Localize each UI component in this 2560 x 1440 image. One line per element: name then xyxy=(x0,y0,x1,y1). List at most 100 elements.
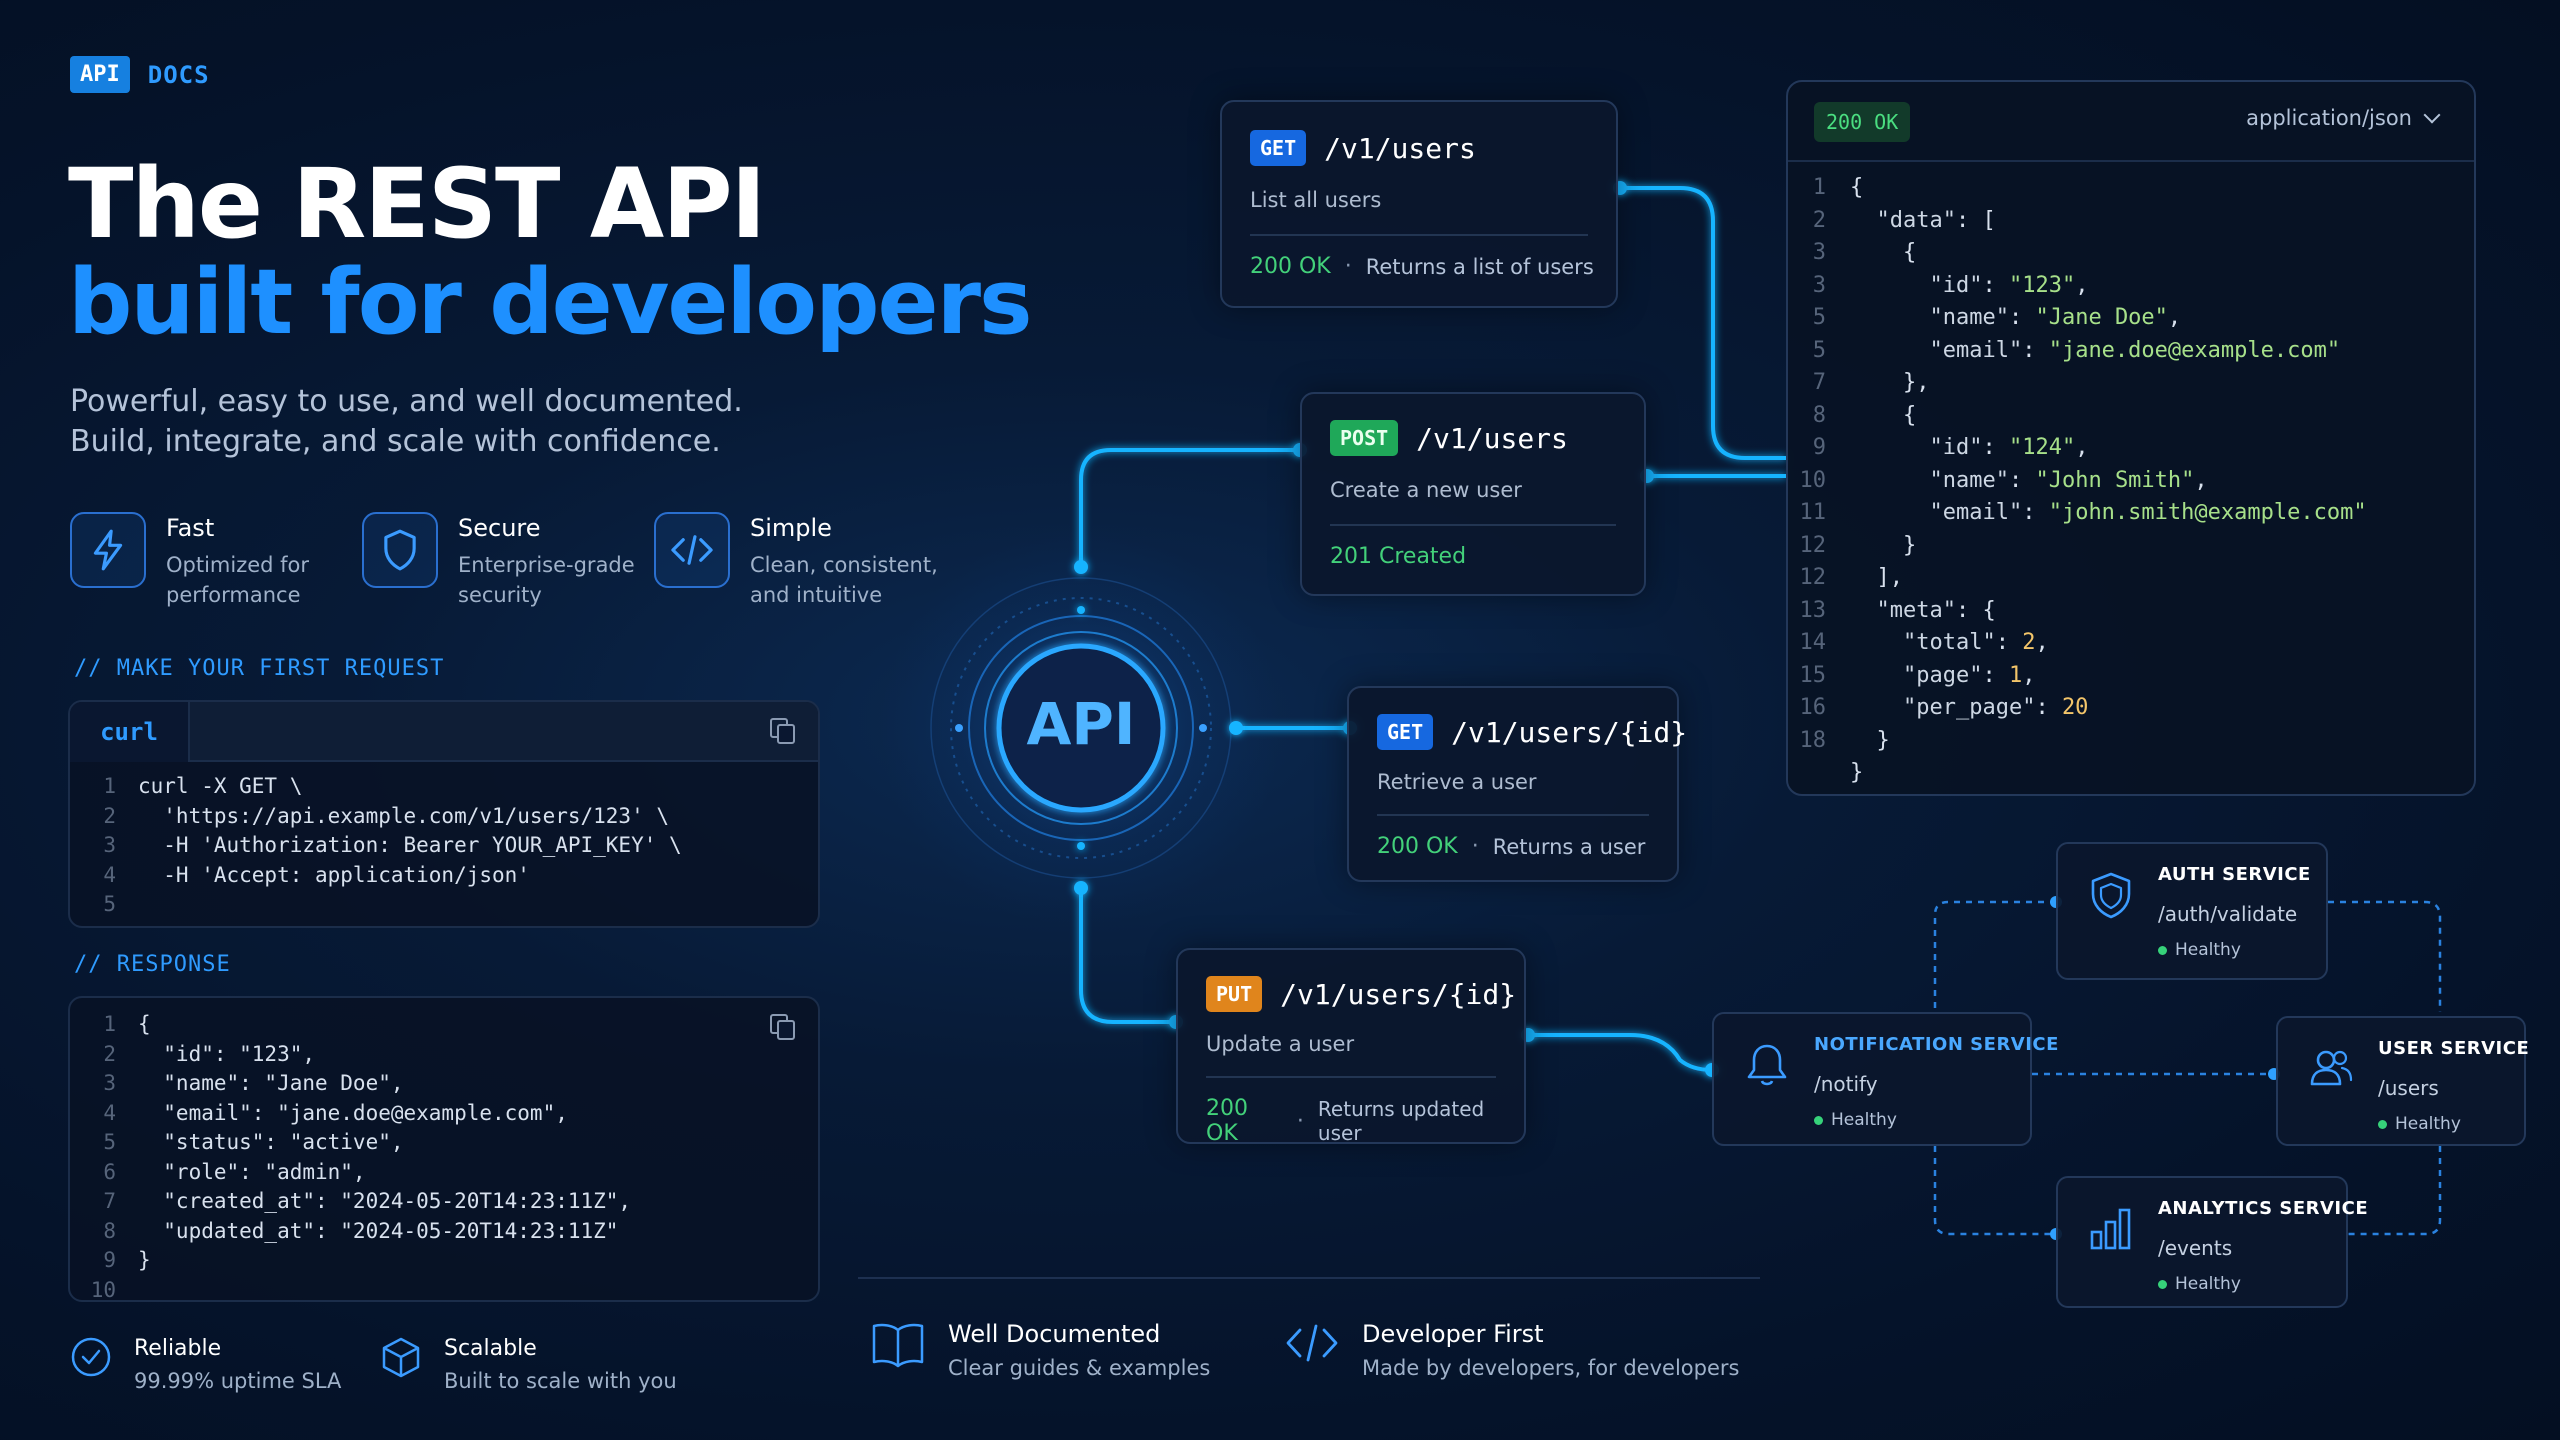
service-path: /auth/validate xyxy=(2158,902,2298,926)
content-type-select[interactable]: application/json xyxy=(2246,106,2441,130)
json-line: 2 "data": [ xyxy=(1788,205,2474,238)
code-text: } xyxy=(138,1248,151,1272)
separator: · xyxy=(1296,1108,1304,1134)
code-tabbar: curl xyxy=(70,702,818,762)
service-auth[interactable]: AUTH SERVICE /auth/validate Healthy xyxy=(2056,842,2328,980)
endpoint-path: /v1/users/{id} xyxy=(1451,715,1688,749)
json-token: , xyxy=(2194,467,2208,493)
json-token: , xyxy=(2167,305,2182,330)
lightning-icon xyxy=(70,512,146,588)
endpoint-card-get-users[interactable]: GET /v1/users List all users 200 OK · Re… xyxy=(1220,100,1618,308)
response-section-label: // RESPONSE xyxy=(74,952,231,977)
request-section-label: // MAKE YOUR FIRST REQUEST xyxy=(74,656,445,681)
line-number: 10 xyxy=(90,1277,116,1302)
line-number: 8 xyxy=(1812,402,1826,428)
code-text: "status": "active", xyxy=(138,1130,404,1154)
status-code: 201 Created xyxy=(1330,544,1467,569)
json-token xyxy=(1850,335,1929,368)
method-badge: GET xyxy=(1377,714,1434,750)
separator: · xyxy=(1344,254,1352,279)
endpoint-card-post-users[interactable]: POST /v1/users Create a new user 201 Cre… xyxy=(1300,392,1646,596)
status-badge: 200 OK xyxy=(1814,102,1911,142)
health-label: Healthy xyxy=(2395,1114,2461,1134)
code-line: 10 xyxy=(70,1276,818,1302)
bottom-feature-title: Developer First xyxy=(1362,1320,1544,1348)
code-text: curl -X GET \ xyxy=(138,774,303,798)
json-line: 1{ xyxy=(1788,172,2474,205)
json-line: 10 "name": "John Smith", xyxy=(1788,465,2474,498)
json-token: "id" xyxy=(1929,272,1983,298)
json-line: 3 "id": "123", xyxy=(1788,270,2474,303)
service-analytics[interactable]: ANALYTICS SERVICE /events Healthy xyxy=(2056,1176,2368,1308)
line-number: 7 xyxy=(1812,370,1826,395)
json-token: "id" xyxy=(1929,435,1983,460)
service-health: Healthy xyxy=(2158,1274,2241,1294)
line-number: 8 xyxy=(103,1218,116,1243)
code-text: "id": "123", xyxy=(138,1041,316,1066)
json-token: : xyxy=(1982,272,2009,298)
bottom-feature-title: Scalable xyxy=(444,1336,537,1361)
bottom-feature-scalable: Scalable Built to scale with you xyxy=(380,1336,677,1393)
json-line: } xyxy=(1788,757,2474,790)
service-path: /notify xyxy=(1814,1072,1878,1096)
code-text: "email": "jane.doe@example.com", xyxy=(138,1100,568,1125)
json-line: 3 { xyxy=(1788,237,2474,270)
json-token xyxy=(1850,465,1929,498)
endpoint-desc: Retrieve a user xyxy=(1377,770,1537,794)
json-token: "email" xyxy=(1929,337,2023,363)
api-hub-label: API xyxy=(1026,690,1136,758)
code-text: "created_at": "2024-05-20T14:23:11Z", xyxy=(138,1189,632,1213)
copy-icon[interactable] xyxy=(770,1014,796,1040)
service-health: Healthy xyxy=(1814,1110,1897,1130)
json-line: 16 "per_page": 20 xyxy=(1788,692,2474,725)
endpoint-footer: 200 OK · Returns updated user xyxy=(1206,1096,1524,1146)
endpoint-path: /v1/users xyxy=(1416,421,1568,455)
line-number: 2 xyxy=(103,1041,116,1066)
cube-icon xyxy=(382,1337,420,1378)
service-user[interactable]: USER SERVICE /users Healthy xyxy=(2276,1016,2530,1146)
json-line: 5 "email": "jane.doe@example.com" xyxy=(1788,335,2474,368)
endpoint-card-put-user[interactable]: PUT /v1/users/{id} Update a user 200 OK … xyxy=(1176,948,1526,1146)
json-token: "John Smith" xyxy=(2035,467,2195,493)
line-number: 5 xyxy=(103,1130,116,1154)
service-title: USER SERVICE xyxy=(2378,1038,2530,1059)
brand[interactable]: API DOCS xyxy=(70,56,210,93)
line-number: 2 xyxy=(103,803,116,828)
copy-icon[interactable] xyxy=(770,718,796,744)
json-line: 15 "page": 1, xyxy=(1788,660,2474,693)
endpoint-desc: Create a new user xyxy=(1330,478,1522,502)
code-line: 4 -H 'Accept: application/json' xyxy=(70,861,818,891)
json-line: 9 "id": "124", xyxy=(1788,432,2474,465)
tab-curl[interactable]: curl xyxy=(70,702,190,762)
line-number: 11 xyxy=(1799,500,1827,525)
feature-desc-line2: performance xyxy=(166,583,301,607)
json-token: { xyxy=(1850,240,1917,265)
feature-title: Secure xyxy=(458,514,541,542)
json-panel-header: 200 OK application/json xyxy=(1788,82,2474,162)
service-path: /events xyxy=(2158,1236,2233,1260)
feature-secure: Secure Enterprise-grade security xyxy=(362,512,658,610)
line-number: 2 xyxy=(1812,207,1826,233)
health-label: Healthy xyxy=(2175,1274,2241,1294)
code-line: 9} xyxy=(70,1246,818,1276)
json-line: 8 { xyxy=(1788,400,2474,433)
json-token: , xyxy=(2022,662,2036,688)
feature-desc-line1: Enterprise-grade xyxy=(458,553,635,577)
bottom-feature-desc: Made by developers, for developers xyxy=(1362,1356,1740,1380)
feature-desc-line1: Clean, consistent, xyxy=(750,553,938,577)
json-token: "data" xyxy=(1876,207,1956,233)
json-token: "name" xyxy=(1929,467,2009,493)
json-token: ], xyxy=(1850,565,1903,590)
code-text: -H 'Accept: application/json' xyxy=(138,862,530,887)
line-number xyxy=(1788,757,1850,790)
divider xyxy=(1250,234,1588,236)
json-token xyxy=(1850,627,1903,660)
service-notification[interactable]: NOTIFICATION SERVICE /notify Healthy xyxy=(1712,1012,2058,1146)
endpoint-note: Returns a user xyxy=(1492,834,1646,859)
endpoint-head: GET /v1/users xyxy=(1250,130,1476,166)
json-token: : xyxy=(1982,662,2009,688)
endpoint-card-get-user-by-id[interactable]: GET /v1/users/{id} Retrieve a user 200 O… xyxy=(1347,686,1687,882)
line-number: 13 xyxy=(1799,597,1827,623)
json-token xyxy=(1850,595,1877,628)
